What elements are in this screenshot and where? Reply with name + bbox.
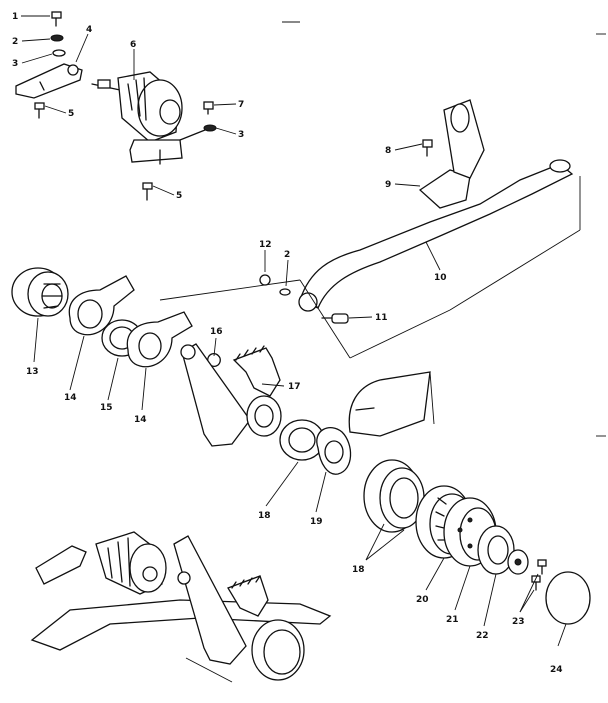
screw-part-8 (422, 139, 433, 157)
callout-1: 1 (12, 12, 18, 22)
callout-5-left: 5 (68, 109, 74, 119)
callout-22: 22 (476, 631, 489, 641)
callout-8: 8 (385, 146, 391, 156)
washer-plate-19 (316, 427, 352, 475)
callout-12: 12 (259, 240, 272, 250)
callout-2-top: 2 (12, 37, 18, 47)
crank-arm-17 (180, 343, 282, 447)
screws-part-23 (531, 559, 547, 591)
clip-part-16 (207, 352, 221, 368)
callout-14-left: 14 (64, 393, 77, 403)
callout-11: 11 (375, 313, 388, 323)
callout-2-mid: 2 (284, 250, 290, 260)
callout-3-right: 3 (238, 130, 244, 140)
callout-23: 23 (512, 617, 525, 627)
leader-lines (21, 15, 567, 647)
callout-labels: 1 2 3 4 5 6 7 3 5 8 9 10 12 2 11 13 14 1… (12, 12, 563, 675)
lever-arm-10 (159, 159, 581, 359)
bearing-part-18-right (363, 459, 425, 533)
callout-18-left: 18 (258, 511, 271, 521)
callout-15: 15 (100, 403, 113, 413)
scan-edge-marks (282, 21, 606, 437)
washer-plate-14-left (68, 275, 135, 336)
callout-7: 7 (238, 100, 244, 110)
screw-part-11 (321, 313, 349, 324)
callout-16: 16 (210, 327, 223, 337)
cap-part-22-small (507, 549, 529, 575)
callout-10: 10 (434, 273, 447, 283)
screw-part-7 (203, 101, 214, 115)
callout-13: 13 (26, 367, 39, 377)
washer-part-2-mid (279, 288, 291, 296)
callout-5-right: 5 (176, 191, 182, 201)
washer-plate-14-right (126, 311, 193, 368)
washer-part-18-left (279, 419, 325, 461)
callout-4: 4 (86, 25, 92, 35)
callout-6: 6 (130, 40, 136, 50)
callout-19: 19 (310, 517, 323, 527)
callout-3-top: 3 (12, 59, 18, 69)
callout-17: 17 (288, 382, 301, 392)
nut-part-12 (259, 274, 271, 286)
screw-part-5-left (34, 102, 45, 119)
callout-14-right: 14 (134, 415, 147, 425)
bracket-part-9 (418, 99, 485, 209)
callout-20: 20 (416, 595, 429, 605)
washer-part-3-top (52, 49, 66, 57)
assembled-view (30, 531, 332, 683)
gear-hub-13 (11, 267, 69, 317)
screw-part-5-right (142, 182, 153, 201)
washer-part-2-top (50, 34, 64, 42)
button-cap-24 (545, 571, 591, 625)
callout-18-right: 18 (352, 565, 365, 575)
callout-24: 24 (550, 665, 563, 675)
motor-assembly-6 (91, 71, 211, 165)
washer-part-3-right (203, 124, 217, 132)
housing-cover (348, 371, 435, 437)
dial-plate-22 (477, 525, 515, 575)
callout-21: 21 (446, 615, 459, 625)
callout-9: 9 (385, 180, 391, 190)
bracket-left (15, 63, 83, 99)
screw-part-1 (51, 11, 62, 27)
